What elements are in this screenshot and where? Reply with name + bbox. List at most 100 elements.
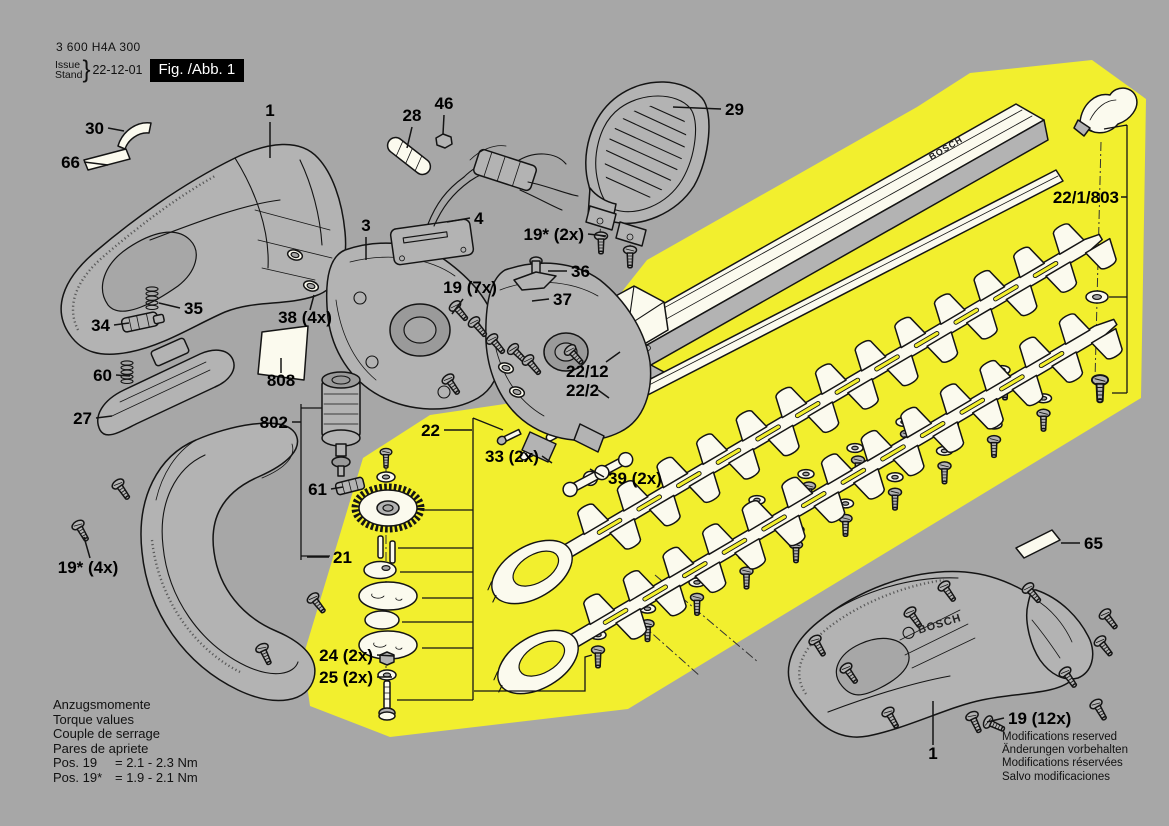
svg-text:19* (2x): 19* (2x) bbox=[524, 225, 584, 244]
part-label-38-4x: 38 (4x) bbox=[278, 294, 332, 327]
part-label-34: 34 bbox=[91, 316, 130, 335]
screw-icon bbox=[986, 434, 1002, 459]
screw-icon bbox=[71, 519, 90, 542]
part-label-802: 802 bbox=[260, 413, 301, 432]
motor-802 bbox=[321, 371, 361, 477]
part-label-19s-2x: 19* (2x) bbox=[524, 225, 607, 244]
washer-icon bbox=[886, 472, 904, 483]
svg-text:60: 60 bbox=[93, 366, 112, 385]
svg-text:3: 3 bbox=[361, 216, 370, 235]
svg-text:4: 4 bbox=[474, 209, 484, 228]
issue-date: 22-12-01 bbox=[92, 63, 143, 77]
washer-icon bbox=[797, 468, 815, 480]
svg-text:66: 66 bbox=[61, 153, 80, 172]
part-label-22-12: 22/12 bbox=[566, 351, 621, 381]
part-label-1-bottom: 1 bbox=[928, 701, 938, 763]
modifications-line: Änderungen vorbehalten bbox=[1002, 744, 1128, 757]
part-label-39-2x: 39 (2x) bbox=[589, 468, 662, 488]
rear-housing-left bbox=[60, 143, 347, 355]
torque-line: Pares de apriete bbox=[53, 740, 149, 756]
svg-text:61: 61 bbox=[308, 480, 327, 499]
clip-30 bbox=[117, 122, 152, 150]
screw-icon bbox=[379, 447, 393, 469]
seal-rings-38 bbox=[286, 249, 526, 398]
part-label-19-7x: 19 (7x) bbox=[443, 278, 497, 315]
cutting-blades-22 bbox=[487, 223, 1123, 695]
part-label-65: 65 bbox=[1061, 534, 1103, 553]
part-label-27: 27 bbox=[73, 409, 113, 428]
spring-icon bbox=[120, 360, 134, 385]
screw-icon bbox=[1098, 608, 1118, 630]
svg-text:37: 37 bbox=[553, 290, 572, 309]
latch-34 bbox=[120, 311, 165, 333]
screw-icon bbox=[448, 300, 469, 322]
torque-line: Anzugsmomente bbox=[53, 697, 151, 712]
tube-28 bbox=[386, 136, 432, 176]
svg-text:46: 46 bbox=[435, 94, 454, 113]
screw-icon bbox=[689, 592, 705, 616]
screw-icon bbox=[441, 373, 461, 395]
part-label-19s-4x: 19* (4x) bbox=[58, 536, 118, 577]
lower-blade bbox=[493, 313, 1123, 695]
screw-icon bbox=[1058, 666, 1078, 688]
type-number: 3 600 H4A 300 bbox=[56, 40, 141, 54]
part-label-66: 66 bbox=[61, 153, 109, 172]
screw-icon bbox=[521, 354, 542, 376]
svg-text:24 (2x): 24 (2x) bbox=[319, 646, 373, 665]
screw-icon bbox=[622, 245, 638, 269]
part-label-25-2x: 25 (2x) bbox=[319, 668, 392, 687]
torque-line: Torque values bbox=[53, 711, 134, 727]
svg-text:1: 1 bbox=[265, 101, 274, 120]
screw-icon bbox=[1093, 635, 1113, 657]
part-label-22-1-803: 22/1/803 bbox=[1053, 188, 1127, 207]
figure-label: Fig. /Abb. 1 bbox=[149, 58, 245, 82]
svg-text:28: 28 bbox=[403, 106, 422, 125]
torque-value-row: Pos. 19*= 1.9 - 2.1 Nm bbox=[53, 769, 198, 785]
svg-text:34: 34 bbox=[91, 316, 110, 335]
seal-ring-icon bbox=[286, 249, 304, 261]
figure-header: 3 600 H4A 300 Issue Stand } 22-12-01 Fig… bbox=[55, 40, 245, 84]
part-label-35: 35 bbox=[158, 299, 203, 318]
svg-text:33 (2x): 33 (2x) bbox=[485, 447, 539, 466]
issue-label: Issue bbox=[55, 58, 81, 71]
svg-text:22: 22 bbox=[421, 421, 440, 440]
torque-value-row: Pos. 19= 2.1 - 2.3 Nm bbox=[53, 755, 198, 771]
sticker-65 bbox=[1015, 529, 1061, 559]
svg-text:30: 30 bbox=[85, 119, 104, 138]
screw-icon bbox=[1089, 698, 1108, 721]
screw-icon bbox=[563, 343, 584, 365]
bracket-27 bbox=[97, 337, 235, 436]
svg-text:19* (4x): 19* (4x) bbox=[58, 558, 118, 577]
modifications-line: Modifications réservées bbox=[1002, 757, 1123, 770]
part-label-808: 808 bbox=[267, 358, 295, 390]
svg-text:39 (2x): 39 (2x) bbox=[608, 469, 662, 488]
svg-text:808: 808 bbox=[267, 371, 295, 390]
svg-text:21: 21 bbox=[333, 548, 352, 567]
part-label-19-12x: 19 (12x) bbox=[986, 709, 1071, 728]
sticker-808 bbox=[257, 325, 309, 381]
screw-icon bbox=[590, 645, 606, 669]
part-label-60: 60 bbox=[93, 366, 131, 385]
stand-label: Stand bbox=[55, 69, 83, 81]
links-39 bbox=[562, 451, 634, 498]
upper-blade bbox=[487, 223, 1117, 605]
washer-icon bbox=[376, 471, 396, 483]
modifications-line: Salvo modificaciones bbox=[1002, 770, 1111, 783]
part-label-36: 36 bbox=[548, 262, 590, 281]
part-label-22-2: 22/2 bbox=[566, 381, 610, 400]
svg-text:1: 1 bbox=[928, 744, 937, 763]
part-label-46: 46 bbox=[435, 94, 454, 135]
sticker-66 bbox=[83, 148, 131, 171]
spring-icon bbox=[145, 286, 159, 311]
svg-text:65: 65 bbox=[1084, 534, 1103, 553]
part-label-61: 61 bbox=[308, 480, 344, 499]
svg-text:19 (7x): 19 (7x) bbox=[443, 278, 497, 297]
screw-icon bbox=[1036, 408, 1051, 432]
part-label-30: 30 bbox=[85, 119, 125, 138]
cap-36 bbox=[513, 256, 557, 291]
